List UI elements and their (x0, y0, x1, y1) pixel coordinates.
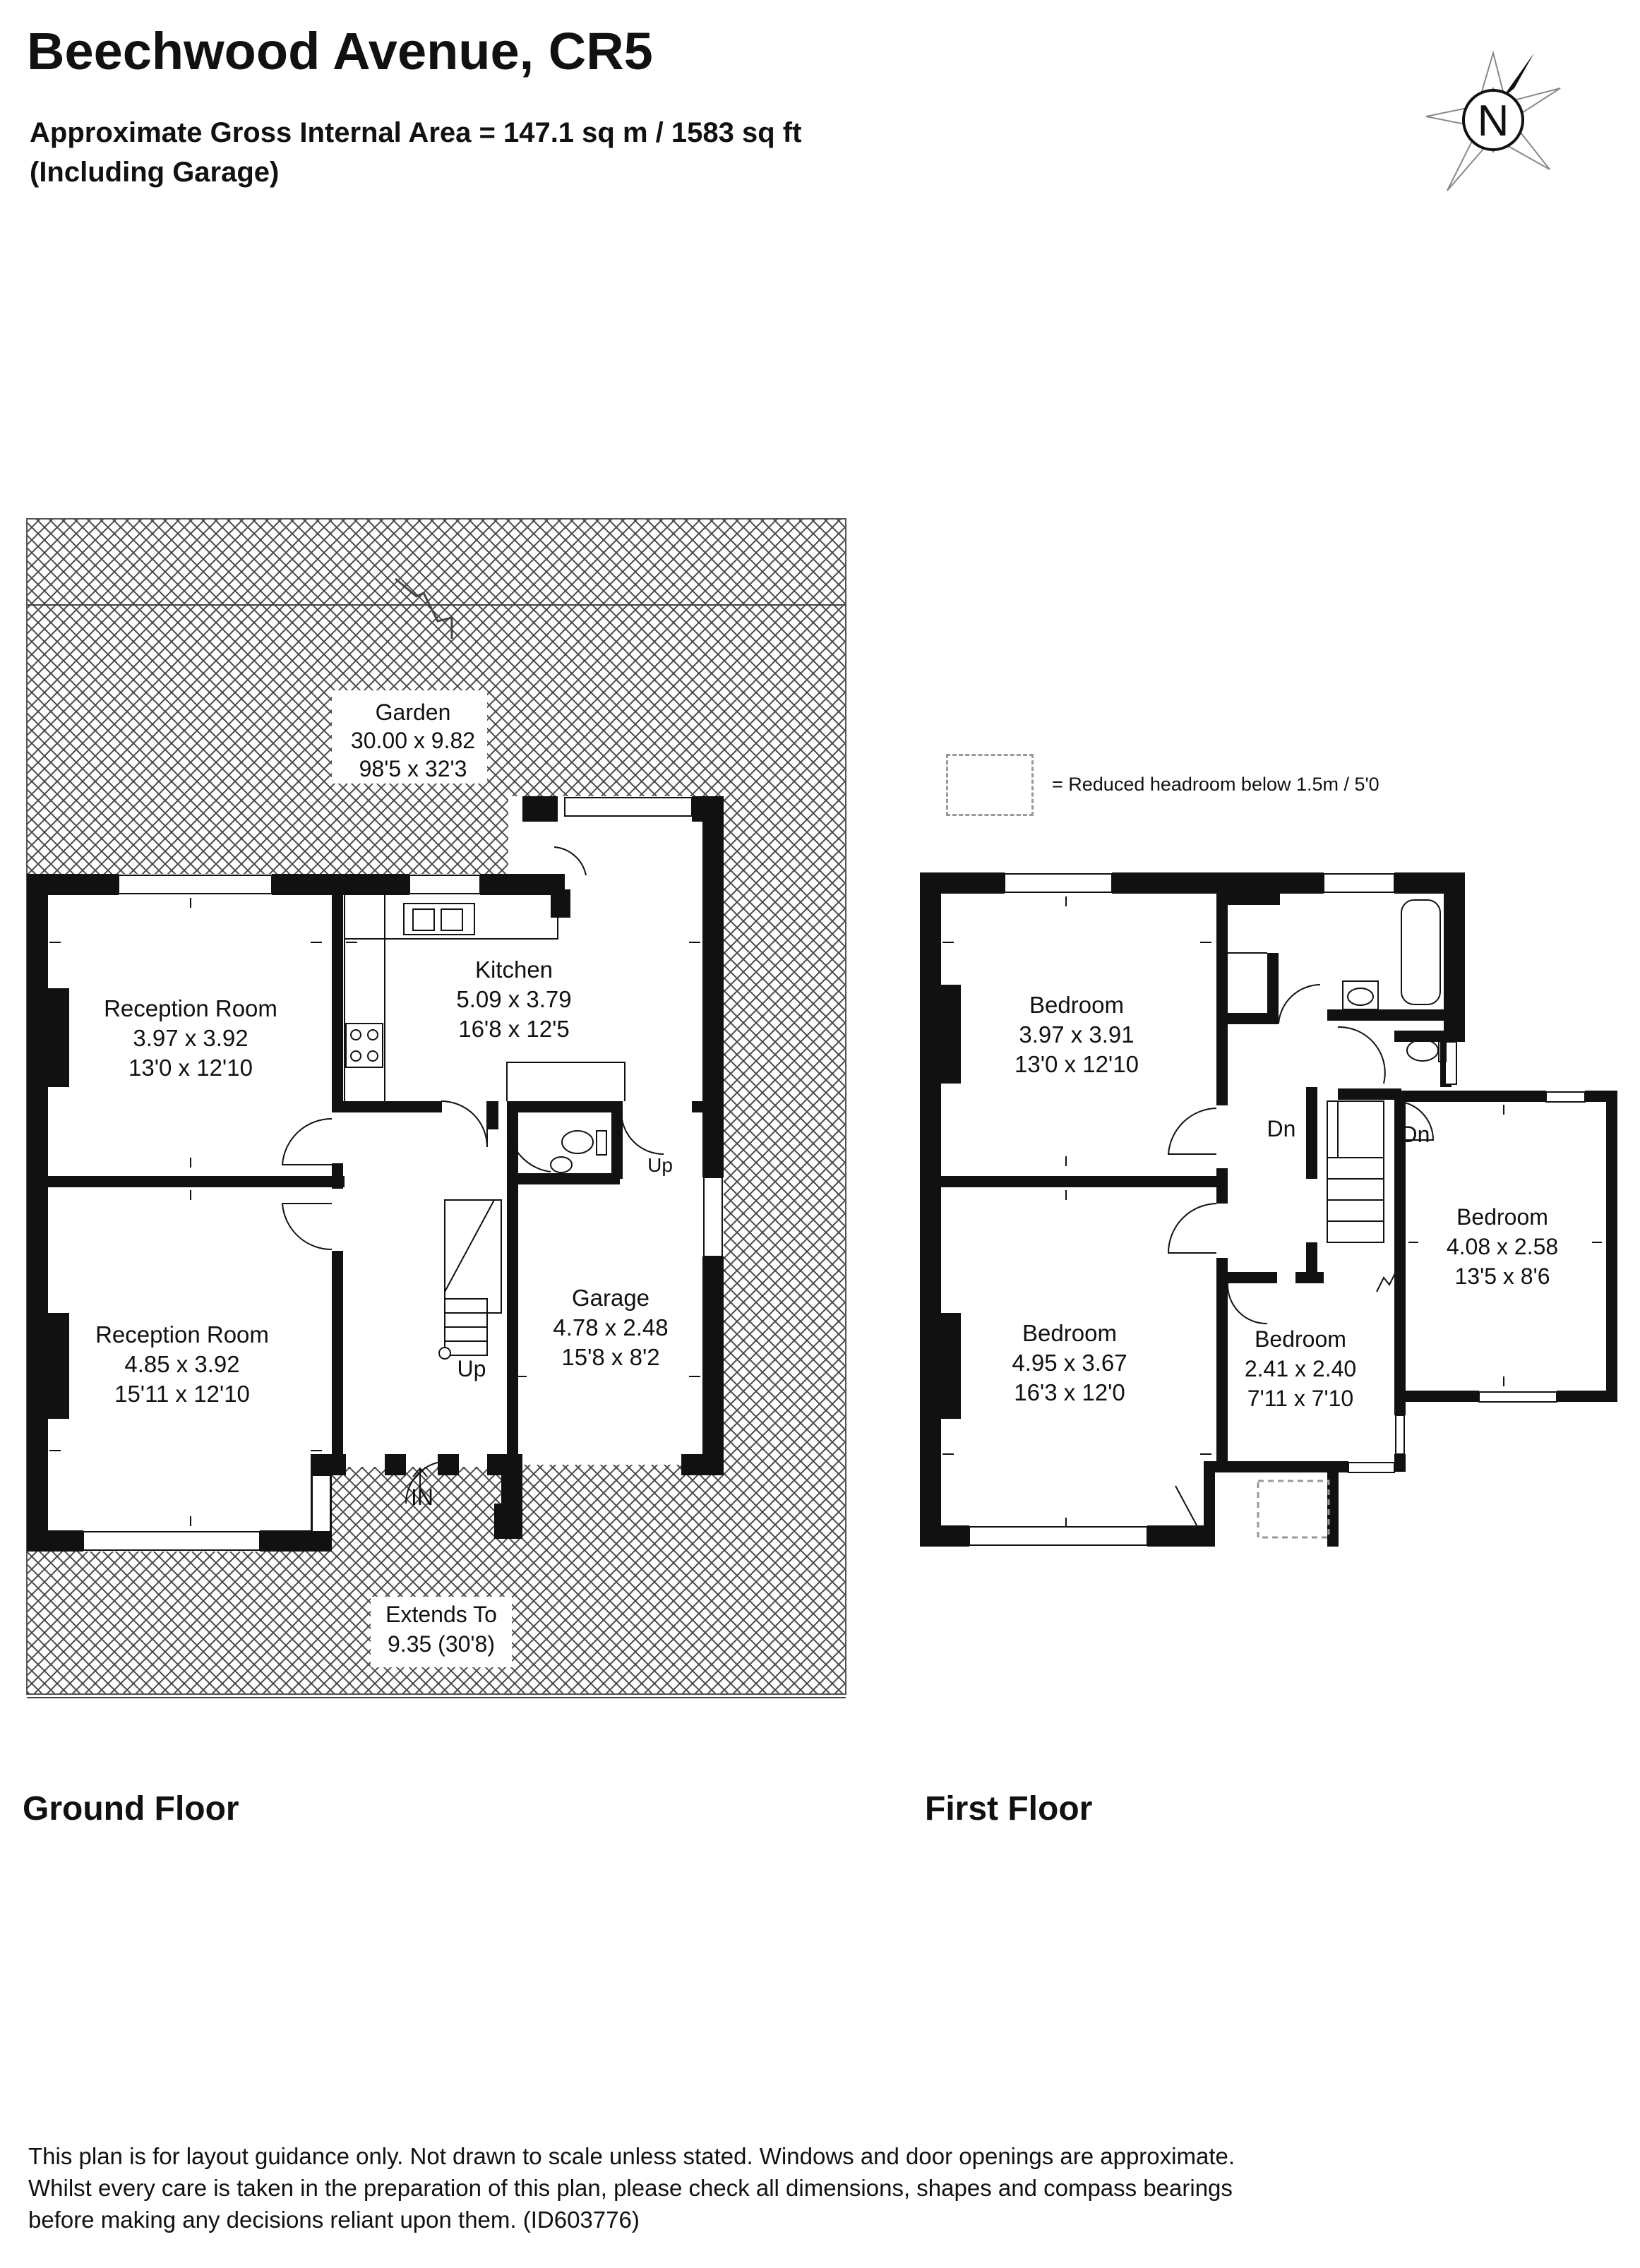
disclaimer: This plan is for layout guidance only. N… (28, 2143, 1235, 2233)
garden-imperial: 98'5 x 32'3 (359, 756, 467, 781)
bedroom-4-metric: 4.08 x 2.58 (1447, 1234, 1558, 1259)
reception-room-1-name: Reception Room (104, 995, 277, 1021)
bedroom-2-metric: 4.95 x 3.67 (1012, 1350, 1127, 1376)
reception-room-1-imperial: 13'0 x 12'10 (128, 1055, 253, 1081)
reception-room-2-metric: 4.85 x 3.92 (124, 1351, 239, 1377)
extends-name: Extends To (385, 1602, 497, 1627)
garden-metric: 30.00 x 9.82 (351, 728, 475, 753)
kitchen-metric: 5.09 x 3.79 (456, 986, 571, 1012)
first-floor-plan: Bedroom 3.97 x 3.91 13'0 x 12'10 Bedroom… (920, 872, 1617, 1547)
ground-floor-label: Ground Floor (23, 1790, 239, 1828)
north-compass-icon: N (1425, 50, 1561, 191)
entrance-label: IN (411, 1484, 433, 1510)
bedroom-3-name: Bedroom (1255, 1326, 1346, 1352)
reduced-headroom-swatch (946, 754, 1034, 816)
garage-metric: 4.78 x 2.48 (553, 1314, 668, 1340)
compass-letter: N (1478, 97, 1509, 145)
bedroom-4-imperial: 13'5 x 8'6 (1455, 1264, 1550, 1289)
garage-name: Garage (572, 1285, 650, 1311)
bedroom-1-name: Bedroom (1029, 992, 1124, 1018)
garage-imperial: 15'8 x 8'2 (561, 1344, 659, 1370)
reception-room-1-metric: 3.97 x 3.92 (133, 1025, 248, 1051)
first-floor-label: First Floor (925, 1790, 1093, 1828)
extends-value: 9.35 (30'8) (388, 1631, 495, 1657)
reception-room-2-imperial: 15'11 x 12'10 (114, 1381, 250, 1407)
reception-room-2-name: Reception Room (95, 1321, 269, 1348)
area-note: (Including Garage) (30, 157, 280, 188)
stairs-down-label-a: Dn (1267, 1116, 1296, 1141)
bedroom-4-name: Bedroom (1456, 1204, 1548, 1230)
rear-up-label: Up (647, 1154, 673, 1176)
gross-area-line: Approximate Gross Internal Area = 147.1 … (30, 117, 802, 148)
bedroom-1-metric: 3.97 x 3.91 (1019, 1021, 1134, 1048)
garden-name: Garden (376, 700, 451, 725)
bedroom-3-metric: 2.41 x 2.40 (1245, 1356, 1356, 1381)
stairs-up-label: Up (457, 1356, 486, 1381)
stairs-down-label-b: Dn (1401, 1122, 1430, 1147)
kitchen-name: Kitchen (475, 956, 553, 983)
legend-text: = Reduced headroom below 1.5m / 5'0 (1052, 774, 1379, 795)
kitchen-imperial: 16'8 x 12'5 (458, 1016, 570, 1042)
bedroom-1-imperial: 13'0 x 12'10 (1014, 1051, 1139, 1077)
bedroom-2-imperial: 16'3 x 12'0 (1014, 1379, 1125, 1405)
bedroom-2-name: Bedroom (1022, 1320, 1117, 1346)
plan-title: Beechwood Avenue, CR5 (27, 22, 653, 80)
bedroom-3-imperial: 7'11 x 7'10 (1247, 1386, 1353, 1411)
area-summary: Approximate Gross Internal Area = 147.1 … (30, 113, 801, 192)
ground-floor-plan: Garden 30.00 x 9.82 98'5 x 32'3 Receptio… (26, 518, 846, 1698)
